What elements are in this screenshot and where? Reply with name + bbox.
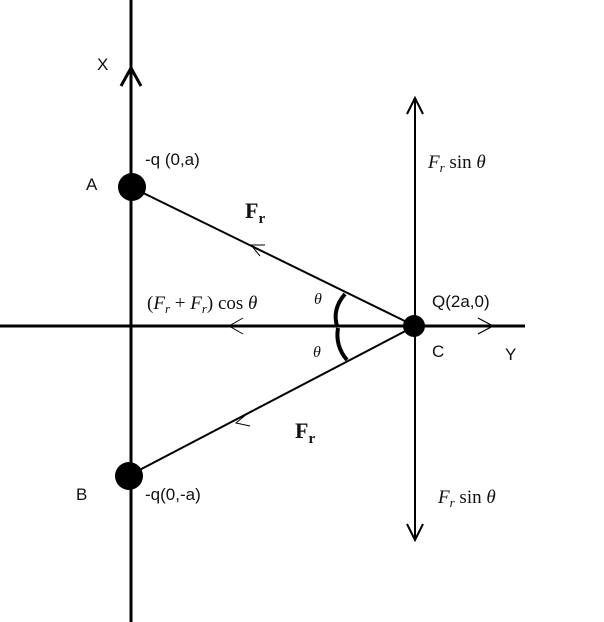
fa-direction-arrow: [249, 244, 265, 257]
up-arrowhead: [406, 95, 424, 115]
down-arrowhead: [406, 523, 424, 543]
line-b-to-c: [127, 325, 416, 477]
point-a-coord: -q (0,a): [145, 150, 200, 169]
upper-angle-label: θ: [314, 291, 322, 308]
upper-angle-arc: [333, 292, 347, 327]
upward-component-label: Fr sin θ: [427, 152, 486, 175]
lower-angle-label: θ: [313, 344, 321, 361]
point-b-name: B: [76, 485, 87, 504]
point-a: [118, 173, 146, 201]
point-a-name: A: [86, 175, 98, 194]
resultant-label: (Fr + Fr) cos θ: [147, 293, 257, 316]
force-label-b: Fr: [295, 418, 315, 447]
resultant-direction-arrow: [227, 317, 244, 335]
x-axis-label: X: [97, 55, 108, 74]
point-c-name: C: [432, 342, 444, 361]
y-axis-label: Y: [505, 345, 516, 364]
line-a-to-c: [130, 186, 416, 327]
point-b-coord: -q(0,-a): [145, 485, 201, 504]
fb-direction-arrow: [234, 412, 251, 427]
point-c: [403, 315, 425, 337]
y-axis-arrowhead: [477, 317, 495, 335]
point-c-coord: Q(2a,0): [432, 292, 490, 311]
force-label-a: Fr: [245, 198, 265, 227]
downward-component-label: Fr sin θ: [437, 487, 496, 510]
lower-angle-arc: [335, 327, 349, 362]
x-axis-arrowhead: [119, 64, 143, 87]
point-b: [115, 462, 143, 490]
